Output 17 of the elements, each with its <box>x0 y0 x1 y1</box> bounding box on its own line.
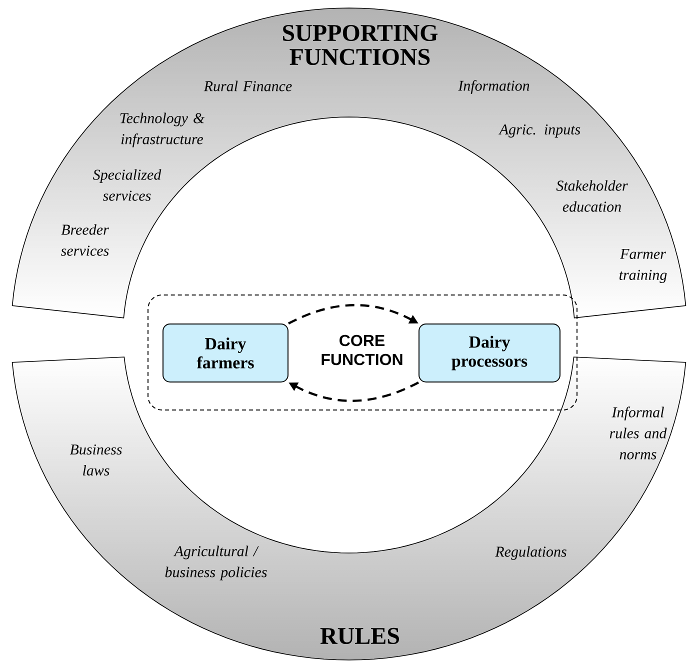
band-item: Specialized services <box>93 169 162 201</box>
band-item: Agricultural / business policies <box>165 546 267 580</box>
band-item: Agric. inputs <box>498 124 580 138</box>
band-item: Breeder services <box>61 224 109 256</box>
band-item: Rural Finance <box>204 80 292 92</box>
band-item: Farmer training <box>620 249 667 283</box>
band-item: Informal rules and norms <box>610 406 667 460</box>
actor-box: Dairy processors <box>418 324 560 382</box>
band-item: Information <box>458 80 530 94</box>
band-item: Business laws <box>70 444 122 476</box>
band-item: Technology & infrastructure <box>120 112 205 148</box>
band-item: Regulations <box>495 546 566 560</box>
band-item: Stakeholder education <box>556 180 628 212</box>
band-heading: SUPPORTING FUNCTIONS <box>283 24 438 66</box>
band-heading: RULES <box>320 628 399 644</box>
actor-box: Dairy farmers <box>162 324 288 382</box>
core-label: CORE FUNCTION <box>322 334 402 366</box>
